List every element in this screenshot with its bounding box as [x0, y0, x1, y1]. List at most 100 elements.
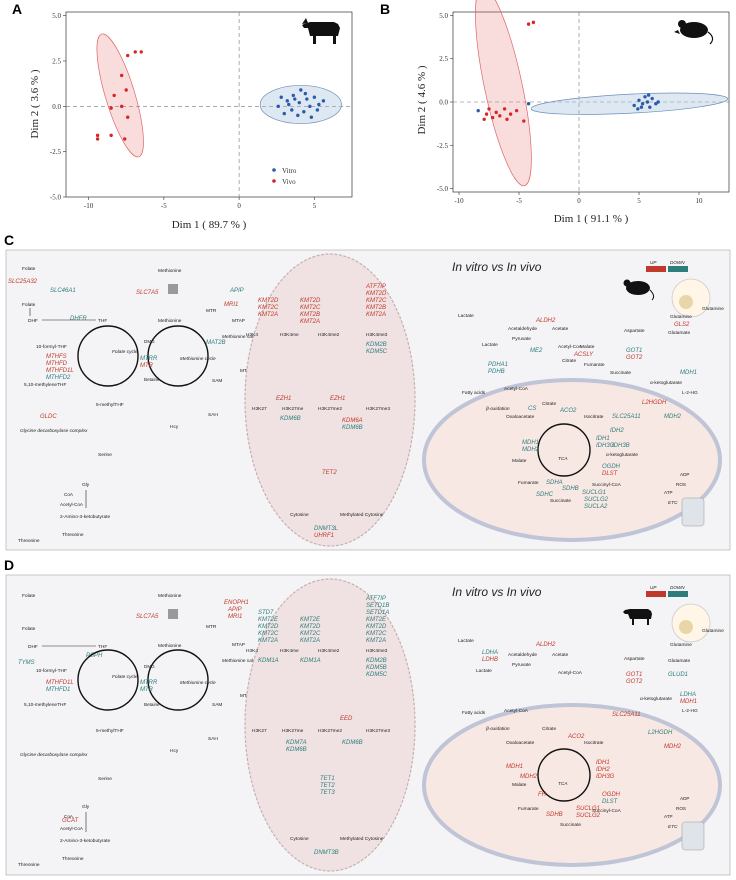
label-methionine-top: Methionine	[158, 268, 182, 274]
label-h3k4me3: H3K4me3	[366, 332, 388, 338]
gene-c-col3-4: KMT2A	[366, 312, 386, 318]
label-acetate: Acetate	[552, 326, 569, 332]
legend-vitro-label: Vitro	[282, 167, 297, 175]
x-tick-label: 0	[237, 202, 241, 210]
x-tick-label: -5	[161, 202, 167, 210]
label-fumarate: Fumarate	[518, 806, 539, 812]
panel-c-title: In vitro vs In vivo	[452, 260, 542, 274]
label-glutamine-2: Glutamine	[702, 628, 724, 634]
label-folate: Folate	[22, 593, 36, 599]
x-tick-label: -10	[454, 197, 464, 205]
label-atp: ATP	[664, 490, 673, 495]
label-acetaldehyde: Acetaldehyde	[508, 652, 537, 658]
data-point-vivo	[95, 133, 100, 138]
data-point-vitro	[317, 102, 321, 107]
label-mta: MTA	[240, 368, 251, 374]
gene-d-got1: GOT1	[626, 672, 642, 678]
label-pyruvate: Pyruvate	[512, 662, 531, 668]
data-point-vitro	[302, 110, 306, 114]
gene-c-col2-2: KMT2B	[300, 312, 320, 318]
gene-d-col1-0: STD7	[258, 610, 274, 616]
gene-d-dnmt3b: DNMT3B	[314, 850, 339, 856]
label-h3k4: H3K4	[246, 332, 258, 338]
gene-d-mdh2b: MDH2	[520, 774, 538, 780]
gene-d-idh1: IDH1	[596, 760, 610, 766]
label-h3k27me: H3K27me	[282, 728, 304, 734]
label-folate-2: Folate	[22, 626, 36, 632]
gene-c-pdhb: PDHB	[488, 369, 505, 375]
panel-a-label: A	[12, 1, 22, 17]
data-point-vivo	[502, 107, 507, 111]
gene-d-suclg1: SUCLG1	[576, 806, 600, 812]
panel-d: D In vitro vs In vivo UP DOWN Folate Fol…	[4, 557, 731, 876]
data-point-vitro	[639, 105, 644, 109]
data-point-vivo	[490, 115, 495, 120]
label-threonine: Threonine	[62, 856, 84, 862]
gene-c-kdm6a: KDM6A	[342, 418, 363, 424]
label-oxaloacetate: Oxaloacetate	[506, 414, 535, 420]
gene-d-col2-1: KMT2D	[300, 624, 321, 630]
label-akg: α-ketoglutarate	[606, 452, 638, 458]
label-methionine-cycle: Methionine cycle	[180, 680, 216, 686]
label-malate: Malate	[512, 458, 527, 464]
gene-apip: APIP	[229, 288, 244, 294]
transporter-icon	[168, 609, 178, 619]
gene-c-mdh1: MDH1	[680, 370, 697, 376]
label-methylated: Methylated Cytosine	[340, 836, 384, 842]
label-akg-top: α-ketoglutarate	[650, 380, 682, 386]
gene-d-glud1: GLUD1	[668, 672, 688, 678]
gene-d-tet1: TET1	[320, 776, 335, 782]
label-hcy: Hcy	[170, 748, 179, 754]
folate-cycle-ring	[77, 325, 139, 387]
mitochondrion-d	[422, 703, 722, 867]
label-amino: 2-Amino-3-ketobutyrate	[60, 838, 110, 844]
gene-d-endph1: ENOPH1	[224, 600, 249, 606]
label-sah: SAH	[208, 412, 218, 418]
data-point-vitro	[312, 95, 317, 99]
data-point-vitro	[290, 108, 294, 112]
label-serine: Serine	[98, 452, 112, 458]
label-fumarate: Fumarate	[518, 480, 539, 486]
data-point-vivo	[482, 117, 486, 122]
gene-c-col1-2: KMT2A	[258, 312, 278, 318]
gene-d-col2-2: KMT2C	[300, 631, 321, 637]
label-lactate-top: Lactate	[458, 638, 474, 644]
label-threonine: Threonine	[62, 532, 84, 538]
gene-c-col3-0: ATF7IP	[365, 284, 386, 290]
label-succinylcoa: Succinyl-CoA	[592, 808, 622, 814]
gene-d-aco2: ACO2	[567, 734, 585, 740]
label-isocitrate: Isocitrate	[584, 740, 604, 746]
panel-d-title: In vitro vs In vivo	[452, 585, 542, 599]
data-point-vivo	[487, 107, 491, 111]
y-tick-label: -2.5	[437, 142, 449, 150]
gene-c-col1-0: KMT2D	[258, 298, 279, 304]
data-point-vitro	[654, 102, 658, 106]
label-h3k4me2: H3K4me2	[318, 332, 340, 338]
gene-d-slc7a5: SLC7A5	[136, 614, 159, 620]
label-acetylcoa-top: Acetyl-CoA	[558, 344, 583, 350]
label-mtap: MTAP	[232, 318, 245, 324]
label-lactate: Lactate	[482, 342, 498, 348]
gene-c-kdm6b-2: KDM6B	[342, 425, 363, 431]
data-point-vitro	[282, 111, 286, 116]
gene-d-mdh2: MDH2	[664, 744, 682, 750]
data-point-vitro	[287, 102, 291, 107]
up-legend-swatch	[646, 266, 666, 272]
label-ros: ROS	[676, 482, 686, 487]
gene-d-col3b-1: KDM5B	[366, 665, 387, 671]
gene-d-mdh1b: MDH1	[506, 764, 523, 770]
gene-d-psph: PSPH	[86, 653, 103, 659]
label-acetylcoa-top: Acetyl-CoA	[558, 670, 583, 676]
gene-d-gcat: GCAT	[62, 818, 80, 824]
gene-d-col2-0: KMT2E	[300, 617, 321, 623]
gene-c-col3-3: KMT2B	[366, 305, 386, 311]
gene-c-gls2: GLS2	[674, 322, 690, 328]
label-l2hg: L-2-HG	[682, 390, 698, 396]
y-tick-label: 0.0	[52, 103, 61, 111]
label-salvage: Methionine salvage pathway	[222, 658, 283, 664]
gene-c-cs: CS	[528, 406, 536, 412]
data-point-vitro	[303, 91, 308, 96]
label-salvage: Methionine salvage pathway	[222, 334, 283, 340]
